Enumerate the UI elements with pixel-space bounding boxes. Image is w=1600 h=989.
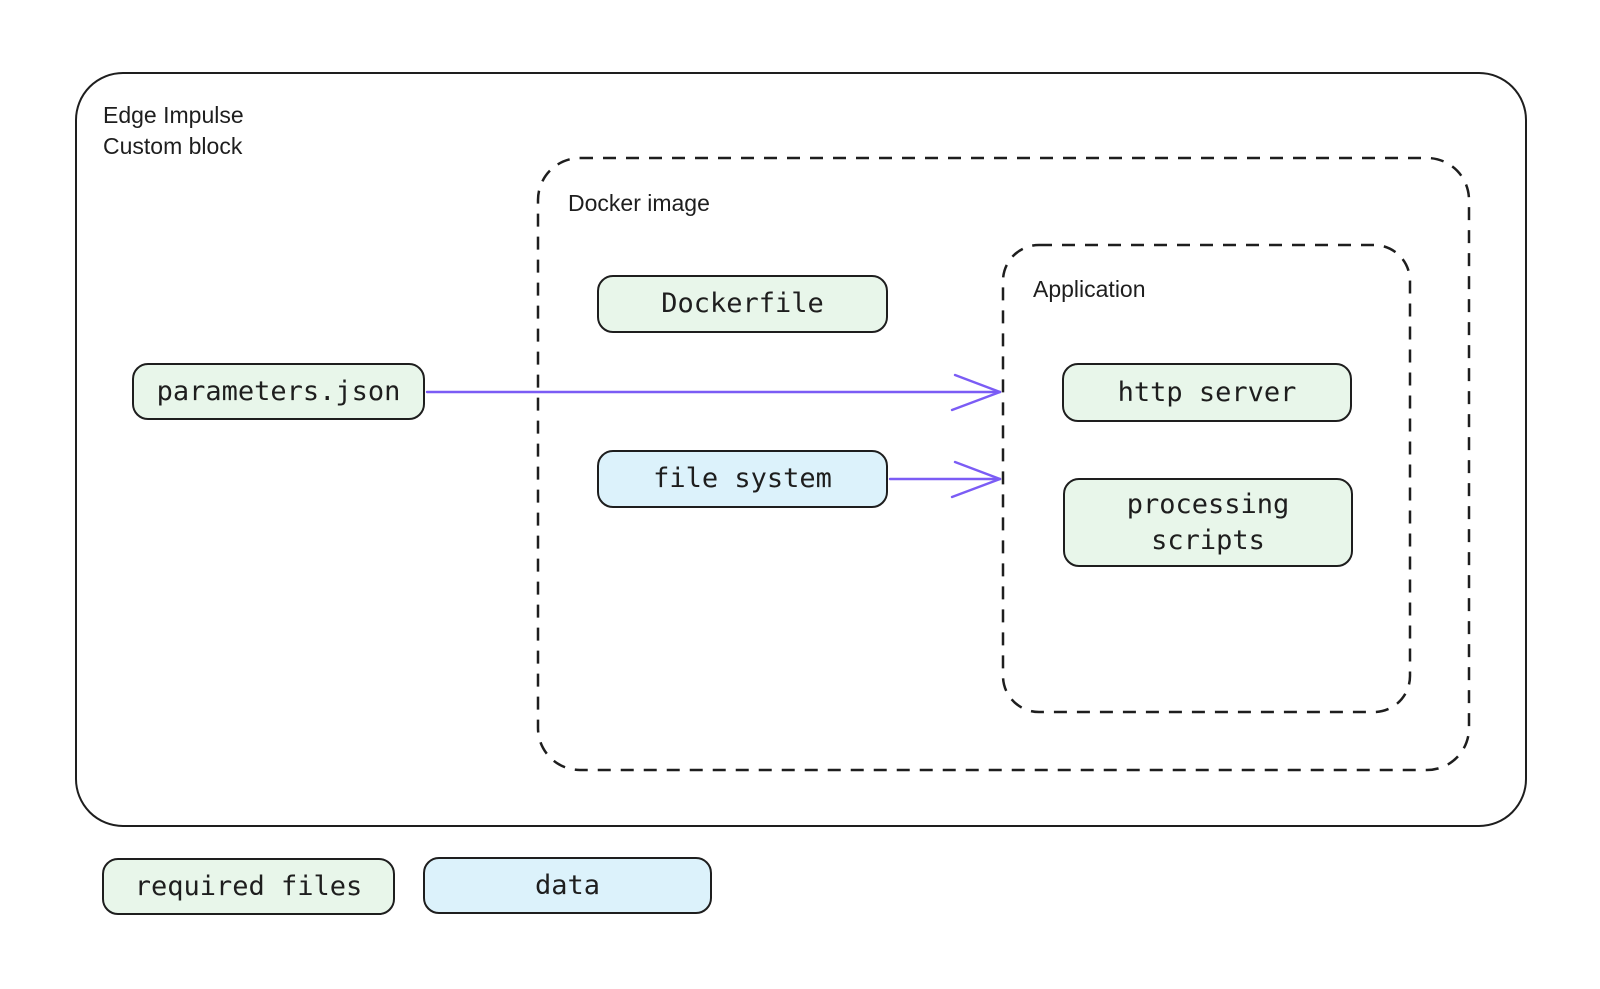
- node-dockerfile: Dockerfile: [597, 275, 888, 333]
- node-parameters-json: parameters.json: [132, 363, 425, 420]
- legend-required-files: required files: [102, 858, 395, 915]
- edge-impulse-custom-block-container: [75, 72, 1527, 827]
- node-processing-scripts: processing scripts: [1063, 478, 1353, 567]
- edge-impulse-custom-block-label: Edge Impulse Custom block: [103, 102, 244, 159]
- application-label: Application: [1033, 276, 1146, 302]
- legend-data: data: [423, 857, 712, 914]
- docker-image-label: Docker image: [568, 190, 710, 216]
- node-file-system: file system: [597, 450, 888, 508]
- node-http-server: http server: [1062, 363, 1352, 422]
